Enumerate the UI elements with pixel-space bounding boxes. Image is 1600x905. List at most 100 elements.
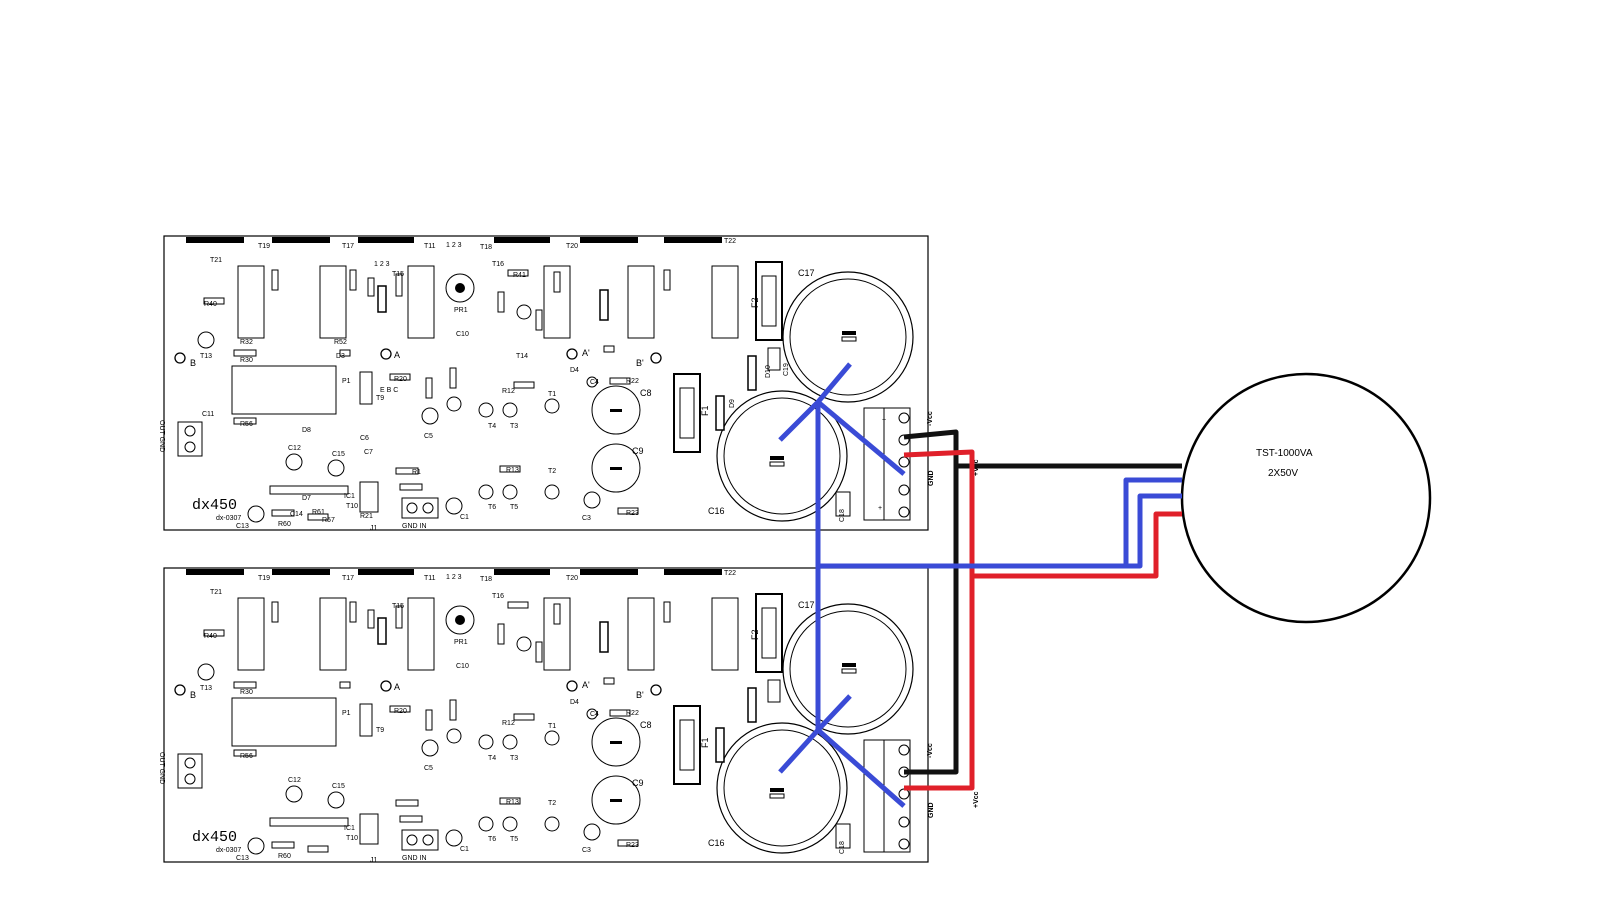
label-c8-b2: C8 [640,720,652,730]
label-c4-b2: C4 [590,711,599,718]
label-t16: T16 [492,261,504,268]
label-r40-b2: R40 [204,633,217,640]
label-c10: C10 [456,331,469,338]
label-t2: T2 [548,468,556,475]
label-r41: R41 [513,272,526,279]
label-t2-b2: T2 [548,800,556,807]
label-c12-b2: C12 [288,777,301,784]
label-r12: R12 [502,388,515,395]
label-c14: C14 [290,511,303,518]
label-t11-b2: T11 [424,575,436,582]
label-b-prime: B' [636,358,644,368]
label-t4: T4 [488,423,496,430]
label-t3-b2: T3 [510,755,518,762]
label-d4-b2: D4 [570,699,579,706]
label-d3: D3 [336,353,345,360]
board-top-labels: T21 T19 T17 T11 1 2 3 T18 T20 T22 1 2 3 … [158,238,980,532]
label-r12-b2: R12 [502,720,515,727]
label-vcc-gnd-b2: GND [928,802,935,818]
label-t17: T17 [342,243,354,250]
label-t21: T21 [210,257,222,264]
label-t6: T6 [488,504,496,511]
label-b-prime-b2: B' [636,690,644,700]
label-j1-b2: J1 [370,857,378,864]
label-r13: R13 [506,467,519,474]
label-t19: T19 [258,243,270,250]
label-t22-b2: T22 [724,570,736,577]
label-r1: R1 [412,469,421,476]
label-t18: T18 [480,244,492,251]
label-t10-b2: T10 [346,835,358,842]
label-t10: T10 [346,503,358,510]
label-c16-b2: C16 [708,838,725,848]
label-a: A [394,350,400,360]
transformer: TST-1000VA 2X50V [1180,372,1432,624]
label-c13-b2: C13 [236,855,249,862]
label-f2-b2: F2 [750,629,760,640]
wire-blue-top-b [816,400,906,476]
label-t14: T14 [516,353,528,360]
label-c11: C11 [202,411,214,418]
label-t22: T22 [724,238,736,245]
label-d7: D7 [302,495,311,502]
brand-label: dx450 [192,497,237,514]
label-c8: C8 [640,388,652,398]
label-r30: R30 [240,357,253,364]
label-ic1-b2: IC1 [344,825,355,832]
wire-black [903,429,959,775]
label-vcc-pos-b2: +Vcc [973,791,980,808]
label-c13: C13 [236,523,249,530]
brand-sub-label-b2: dx-0307 [216,847,241,854]
label-t1: T1 [548,391,556,398]
amplifier-board-top [163,235,929,531]
label-c10-b2: C10 [456,663,469,670]
transformer-model: TST-1000VA [1256,448,1313,459]
label-c4: C4 [590,379,599,386]
label-t9-b2: T9 [376,727,384,734]
label-t21-b2: T21 [210,589,222,596]
label-t13-b2: T13 [200,685,212,692]
label-t20: T20 [566,243,578,250]
label-t3: T3 [510,423,518,430]
label-t11: T11 [424,243,436,250]
label-c1-b2: C1 [460,846,469,853]
label-t15: T15 [392,271,404,278]
label-r56: R56 [240,421,253,428]
label-t4-b2: T4 [488,755,496,762]
label-c3-b2: C3 [582,847,591,854]
label-r23: R23 [626,510,639,517]
wires [778,362,1182,808]
label-t18-b2: T18 [480,576,492,583]
label-r40: R40 [204,301,217,308]
amplifier-board-bottom [163,567,929,863]
label-r61: R61 [312,509,325,516]
label-j1: J1 [370,525,378,532]
label-t16-b2: T16 [492,593,504,600]
label-c17-b2: C17 [798,600,815,610]
label-r60-b2: R60 [278,853,291,860]
label-vcc-neg: -Vcc [927,411,934,426]
label-f1: F1 [700,405,710,416]
label-c7: C7 [364,449,373,456]
label-ic1: IC1 [344,493,355,500]
label-c5: C5 [424,433,433,440]
label-pins-123-b: 1 2 3 [374,261,390,268]
board-bottom-labels: T21 T19 T17 T11 1 2 3 T18 T20 T22 T15 T1… [158,570,980,864]
label-r23-b2: R23 [626,842,639,849]
label-t13: T13 [200,353,212,360]
label-c6: C6 [360,435,369,442]
label-r30-b2: R30 [240,689,253,696]
label-c18: C18 [839,509,846,522]
label-t19-b2: T19 [258,575,270,582]
label-out-gnd: OUT GND [158,420,165,452]
label-b: B [190,358,196,368]
label-c1: C1 [460,514,469,521]
label-d10: D10 [765,365,772,378]
label-c19: C19 [783,363,790,376]
label-d9: D9 [729,399,736,408]
label-p1-b2: P1 [342,710,351,717]
label-minus-1: ~ [882,417,886,424]
label-gnd-in: GND IN [402,523,427,530]
label-t20-b2: T20 [566,575,578,582]
